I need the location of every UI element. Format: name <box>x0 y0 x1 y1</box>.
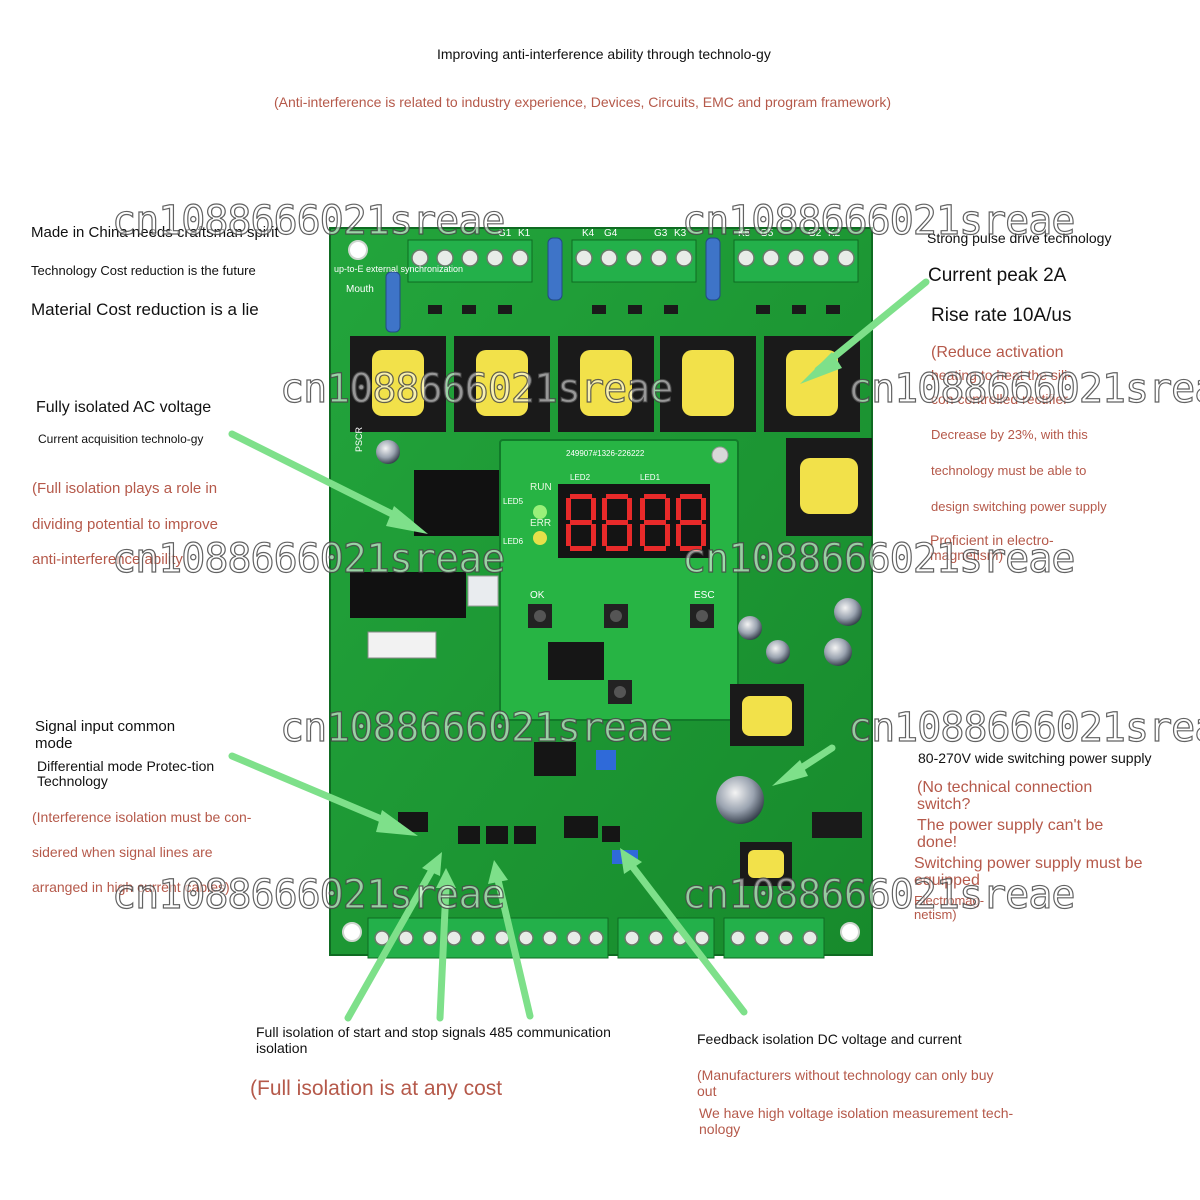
err-led <box>533 531 547 545</box>
reduce-line3: con controlled rectifier <box>931 391 1068 407</box>
full-iso-line3: anti-interference ability <box>32 551 183 568</box>
btn-label-ok: OK <box>530 590 545 601</box>
material-cost-text: Material Cost reduction is a lie <box>31 300 259 319</box>
silk-code: 249907#1326-226222 <box>566 449 645 458</box>
power-transformer <box>730 684 862 886</box>
optocouplers <box>398 742 620 844</box>
pulse-transformers <box>350 336 860 432</box>
reduce-line2: heating to heat the sili- <box>931 367 1072 383</box>
header-title: Improving anti-interference ability thro… <box>437 46 771 62</box>
diff-mode-text: Differential mode Protec-tion Technology <box>37 758 215 789</box>
led-label-run: RUN <box>530 482 552 493</box>
watermark: cn1088666021sreae <box>681 535 1076 582</box>
design-sps-text: design switching power supply <box>931 499 1107 514</box>
led-label-led6: LED6 <box>503 537 524 546</box>
tech-cost-text: Technology Cost reduction is the future <box>31 263 256 278</box>
trimpot <box>596 750 616 770</box>
watermark: cn1088666021sreae <box>847 365 1200 412</box>
term-label: G2 <box>808 228 822 239</box>
right-transformer <box>786 438 872 536</box>
decrease-text: Decrease by 23%, with this <box>931 427 1088 442</box>
silk-top: up-to-E external synchronization <box>334 264 463 274</box>
signal-input-text: Signal input common mode <box>35 718 176 752</box>
term-label: G5 <box>760 228 774 239</box>
term-label: K5 <box>738 228 751 239</box>
interference-line2: sidered when signal lines are <box>32 844 213 860</box>
led-label-led5: LED5 <box>503 497 524 506</box>
watermark: cn1088666021sreae <box>111 535 506 582</box>
start-stop-text: Full isolation of start and stop signals… <box>256 1024 611 1056</box>
interference-line1: (Interference isolation must be con- <box>32 809 252 825</box>
smd-row-top <box>428 305 840 314</box>
display-ic <box>548 642 604 680</box>
watermark: cn1088666021sreae <box>111 197 506 244</box>
term-label: G3 <box>654 228 668 239</box>
led-label-err: ERR <box>530 518 551 529</box>
tech-must-text: technology must be able to <box>931 463 1087 478</box>
relays <box>350 470 502 659</box>
term-label: G1 <box>498 228 512 239</box>
current-peak-text: Current peak 2A <box>928 265 1067 286</box>
term-label: K3 <box>674 228 687 239</box>
watermark: cn1088666021sreae <box>279 365 674 412</box>
full-iso-line2: dividing potential to improve <box>32 516 218 533</box>
electromag-text: Electromag-netism) <box>914 893 985 922</box>
high-voltage-text: We have high voltage isolation measureme… <box>699 1105 1014 1137</box>
any-cost-text: (Full isolation is at any cost <box>250 1077 503 1100</box>
bottom-terminals <box>367 917 825 959</box>
led-label-led2: LED2 <box>570 473 591 482</box>
resistors <box>385 237 721 333</box>
wide-sps-text: 80-270V wide switching power supply <box>918 750 1152 766</box>
sps-must-text: Switching power supply must be equipped <box>914 855 1143 889</box>
ac-voltage-text: Fully isolated AC voltage <box>36 399 212 416</box>
power-cant-text: The power supply can't be done! <box>917 817 1104 851</box>
current-acq-text: Current acquisition technolo-gy <box>38 432 204 446</box>
feedback-text: Feedback isolation DC voltage and curren… <box>697 1031 962 1047</box>
run-led <box>533 505 547 519</box>
term-label: K2 <box>828 228 841 239</box>
interference-line3: arranged in high current cables) <box>32 879 230 895</box>
right-capacitors <box>716 598 862 824</box>
watermark: cn1088666021sreae <box>681 871 1076 918</box>
term-label: G4 <box>604 228 618 239</box>
watermark: cn1088666021sreae <box>681 197 1076 244</box>
no-tech-text: (No technical connection switch? <box>917 779 1093 813</box>
seven-segment-display <box>566 494 706 551</box>
silk-mouth: Mouth <box>346 284 374 295</box>
pulse-drive-text: Strong pulse drive technology <box>927 230 1112 246</box>
top-terminals <box>407 239 859 283</box>
manufacturers-text: (Manufacturers without technology can on… <box>697 1067 994 1099</box>
silk-pscr: PSCR <box>354 426 364 452</box>
header-subtitle: (Anti-interference is related to industr… <box>274 94 892 110</box>
watermark: cn1088666021sreae <box>111 871 506 918</box>
annotation-arrows <box>228 278 930 1022</box>
made-in-china-text: Made in China needs craftsman spirit <box>31 224 279 241</box>
led-label-led1: LED1 <box>640 473 661 482</box>
display-board <box>499 439 739 721</box>
watermark: cn1088666021sreae <box>279 704 674 751</box>
rise-rate-text: Rise rate 10A/us <box>931 305 1072 326</box>
full-iso-line1: (Full isolation plays a role in <box>32 480 218 497</box>
proficient-text: Proficient in electro-magnetism) <box>930 532 1054 563</box>
watermark: cn1088666021sreae <box>847 704 1200 751</box>
btn-label-esc: ESC <box>694 590 715 601</box>
term-label: K4 <box>582 228 595 239</box>
term-label: K1 <box>518 228 531 239</box>
reduce-line1: (Reduce activation <box>931 344 1064 361</box>
left-capacitor <box>376 440 400 464</box>
